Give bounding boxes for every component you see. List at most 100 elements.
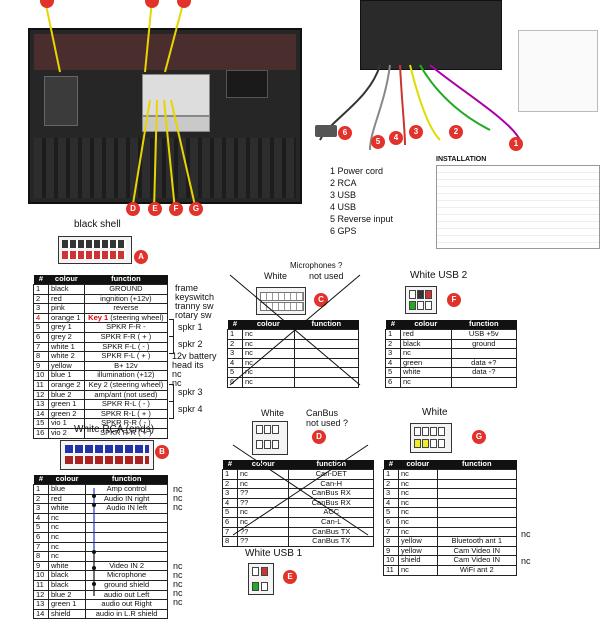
- black-shell-title: black shell: [74, 219, 121, 230]
- legend-num: 2: [330, 178, 336, 188]
- legend-num: 4: [330, 202, 336, 212]
- photo-label-1: 1: [509, 137, 523, 151]
- callout-lines: [44, 0, 197, 211]
- usb2-title: White USB 2: [410, 270, 468, 281]
- rca-nc-1: nc: [173, 484, 183, 494]
- col-header: #: [33, 475, 49, 485]
- harness-photo: [360, 0, 502, 70]
- connector-block-a: [142, 74, 210, 116]
- note-nc-a1: nc: [172, 369, 182, 379]
- photo-label-5: 5: [371, 135, 385, 149]
- usb1-connector: [248, 563, 274, 595]
- callout-f: F: [447, 293, 461, 307]
- rca-nc-10: nc: [173, 561, 183, 571]
- callout-badge-top-3: [177, 0, 191, 8]
- note-head-its: head its: [172, 360, 204, 370]
- white-g-nc-11: nc: [521, 556, 531, 566]
- rca-nc-3: nc: [173, 502, 183, 512]
- col-header: function: [294, 320, 359, 330]
- photo-label-4: 4: [389, 131, 403, 145]
- rca-nc-13: nc: [173, 588, 183, 598]
- legend-num: 1: [330, 166, 336, 176]
- col-header: #: [383, 460, 399, 470]
- radio-back-photo: [28, 28, 302, 204]
- note-battery: 12v battery: [172, 351, 217, 361]
- col-header: function: [451, 320, 517, 330]
- col-header: function: [288, 460, 374, 470]
- col-header: function: [84, 275, 168, 285]
- brace-spkr3: [169, 384, 174, 402]
- note-tranny: tranny sw: [175, 301, 214, 311]
- brace-spkr2: [169, 336, 174, 354]
- col-header: #: [227, 320, 243, 330]
- callout-d: D: [312, 430, 326, 444]
- col-header: colour: [400, 320, 452, 330]
- callout-c: C: [314, 293, 328, 307]
- legend-num: 5: [330, 214, 336, 224]
- installation-diagram: [436, 165, 600, 249]
- callout-b: B: [155, 445, 169, 459]
- black-shell-connector: [58, 236, 132, 264]
- pinout-diagram: [518, 30, 598, 112]
- col-header: colour: [48, 475, 86, 485]
- callout-a: A: [134, 250, 148, 264]
- mic-not-used: not used: [309, 271, 344, 281]
- col-header: function: [85, 475, 168, 485]
- legend-label: GPS: [337, 226, 357, 236]
- brace-spkr4: [169, 401, 174, 419]
- legend-label: Power cord: [337, 166, 384, 176]
- mic-connector: [256, 287, 306, 315]
- rca-wires: [92, 488, 96, 596]
- callout-e-photo: E: [148, 202, 162, 216]
- installation-title: INSTALLATION: [436, 156, 487, 163]
- note-spkr4: spkr 4: [178, 404, 203, 414]
- canbus-connector: [252, 421, 288, 455]
- photo-label-3: 3: [409, 125, 423, 139]
- callout-badge-top-1: [40, 0, 54, 8]
- mic-cross-out: [229, 274, 361, 386]
- note-spkr1: spkr 1: [178, 322, 203, 332]
- usb1-title: White USB 1: [245, 548, 303, 559]
- col-header: colour: [398, 460, 438, 470]
- rca-nc-2: nc: [173, 493, 183, 503]
- table-row: 8??CanBus TX: [222, 536, 374, 547]
- white-rca-connector: [60, 440, 154, 470]
- mic-title: Microphones ?: [290, 261, 343, 270]
- key1-label: Key 1: [88, 312, 109, 322]
- legend-label: Reverse input: [337, 214, 394, 224]
- col-header: #: [385, 320, 401, 330]
- col-header: colour: [242, 320, 295, 330]
- rca-nc-14: nc: [173, 597, 183, 607]
- photo-label-2: 2: [449, 125, 463, 139]
- note-nc-a2: nc: [172, 378, 182, 388]
- canbus-cross-out: [232, 444, 369, 536]
- legend-num: 3: [330, 190, 336, 200]
- usb2-connector: [405, 286, 437, 314]
- photo-label-6: 6: [338, 126, 352, 140]
- canbus-white-label: White: [261, 408, 285, 418]
- canbus-not-used: not used ?: [306, 418, 349, 428]
- legend-list: 1 Power cord 2 RCA 3 USB 4 USB 5 Reverse…: [330, 166, 430, 236]
